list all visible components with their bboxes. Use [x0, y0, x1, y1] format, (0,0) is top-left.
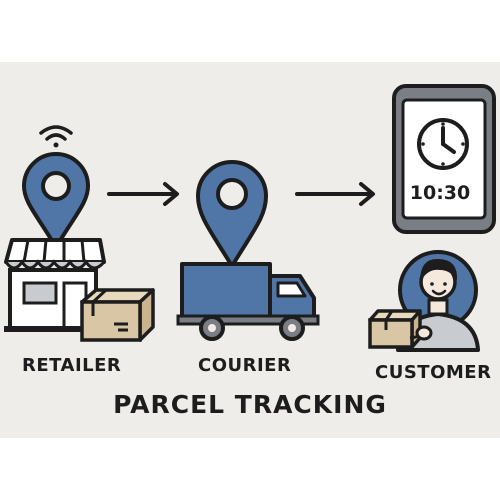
- wifi-icon: [39, 125, 73, 148]
- parcel-box-icon: [80, 288, 155, 342]
- clock-icon: [417, 118, 469, 170]
- arrow-right-icon: [107, 182, 179, 206]
- retailer-label: RETAILER: [22, 355, 122, 376]
- courier-label: COURIER: [198, 355, 292, 376]
- truck-icon: [176, 262, 320, 341]
- phone-time: 10:30: [409, 182, 471, 204]
- diagram-title: PARCEL TRACKING: [113, 390, 387, 419]
- parcel-box-icon: [368, 309, 433, 349]
- arrow-right-icon: [295, 182, 375, 206]
- customer-label: CUSTOMER: [375, 362, 492, 383]
- location-pin-icon: [196, 160, 268, 268]
- location-pin-icon: [22, 152, 90, 249]
